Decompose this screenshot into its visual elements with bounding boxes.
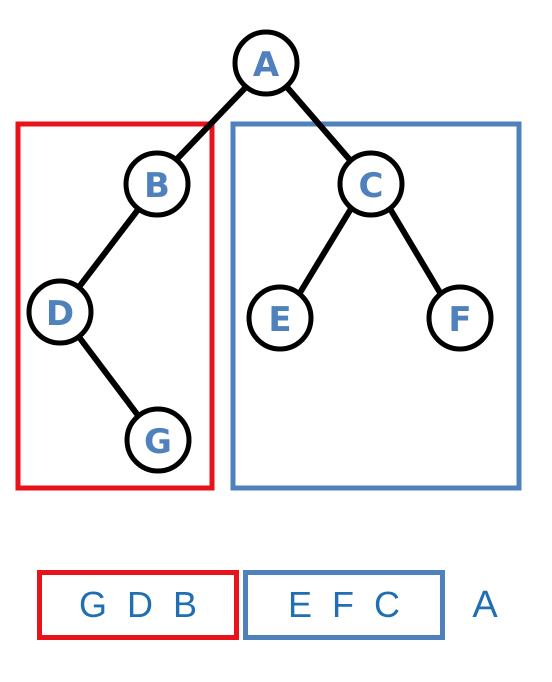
node-e-label: E: [268, 300, 291, 340]
edge-c-f: [386, 205, 445, 298]
node-b-label: B: [144, 166, 170, 206]
right-subtree-sequence: E F C: [243, 570, 445, 640]
edge-a-c: [283, 84, 353, 162]
node-d: D: [26, 278, 94, 346]
left-subtree-box: [15, 121, 215, 491]
node-f: F: [426, 284, 494, 352]
node-d-label: D: [46, 294, 74, 334]
edge-d-g: [76, 335, 143, 420]
left-subtree-sequence: G D B: [37, 570, 239, 640]
node-g: G: [124, 406, 192, 474]
node-c: C: [337, 150, 405, 218]
right-subtree-box: [230, 121, 522, 491]
edge-c-e: [295, 205, 355, 298]
edge-a-b: [173, 83, 250, 163]
node-c-label: C: [359, 166, 384, 206]
node-g-label: G: [144, 422, 172, 462]
node-a: A: [232, 29, 300, 97]
node-b: B: [123, 150, 191, 218]
node-e: E: [246, 284, 314, 352]
root-sequence: A: [472, 583, 498, 626]
node-a-label: A: [253, 45, 280, 85]
node-f-label: F: [448, 300, 471, 340]
edge-b-d: [76, 205, 143, 289]
